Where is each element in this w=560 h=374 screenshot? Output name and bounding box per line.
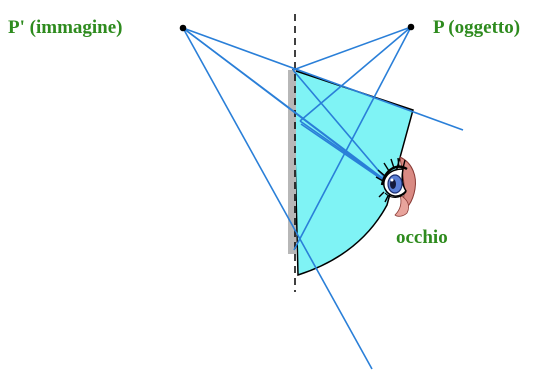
ray-object-to-mirror-mid: [299, 26, 412, 122]
ray-object-to-mirror-low: [293, 26, 412, 251]
object-point-label: P (oggetto): [433, 17, 520, 38]
object-point: [407, 23, 415, 31]
image-point-label: P' (immagine): [8, 17, 123, 38]
ray-mirror-to-eye-3: [292, 69, 390, 184]
ray-image-to-right: [182, 27, 464, 131]
eye-icon: [375, 156, 416, 217]
visible-region: [292, 68, 414, 277]
mirror: [288, 70, 296, 254]
ray-mirror-to-eye-2: [300, 123, 394, 188]
ray-mirror-to-eye-1: [299, 120, 390, 184]
image-point: [179, 24, 187, 32]
eye-label: occhio: [396, 227, 448, 248]
ray-object-to-mirror-top: [292, 26, 412, 71]
ray-image-to-bottom: [182, 27, 373, 370]
light-rays: [182, 26, 464, 370]
